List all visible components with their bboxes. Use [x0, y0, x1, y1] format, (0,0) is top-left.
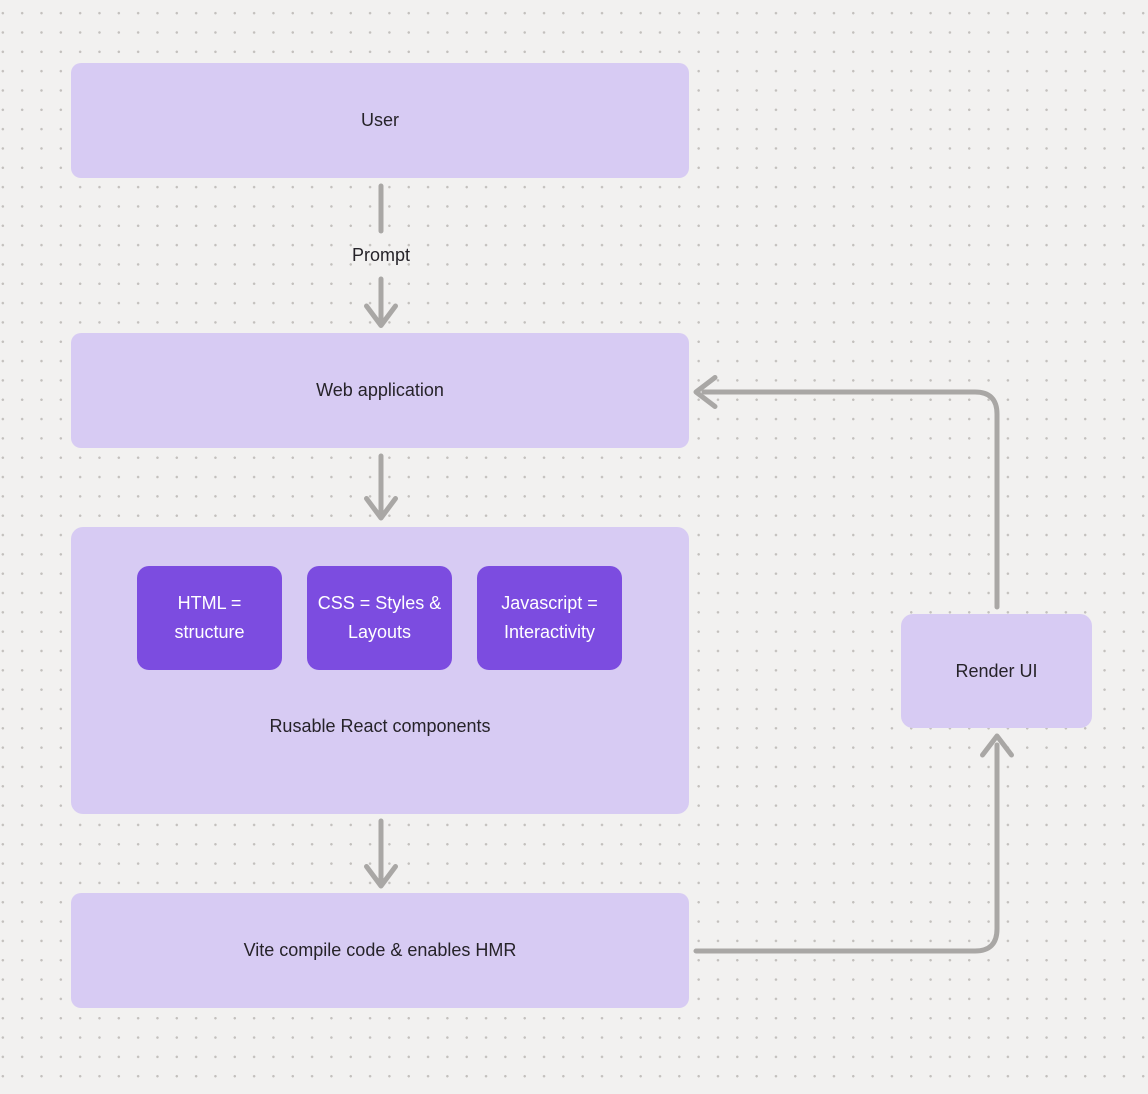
node-vite-label: Vite compile code & enables HMR [243, 940, 517, 960]
edge-line [693, 742, 1000, 954]
node-javascript-interactivity-label: Javascript = Interactivity [501, 593, 598, 642]
arrowhead-left-icon [693, 375, 718, 409]
node-render-ui[interactable]: Render UI [901, 614, 1092, 728]
node-web-application[interactable]: Web application [71, 333, 689, 448]
node-html-structure-label: HTML = structure [174, 593, 245, 642]
node-user-label: User [360, 110, 399, 130]
node-components-group[interactable]: HTML = structure CSS = Styles & Layouts … [71, 527, 689, 814]
edge-render-to-webapp [693, 375, 1000, 610]
node-html-structure[interactable]: HTML = structure [137, 566, 282, 670]
node-web-application-label: Web application [316, 380, 444, 400]
components-group-caption: Rusable React components [269, 716, 491, 736]
edge-line [701, 389, 1000, 610]
arrowhead-up-icon [980, 733, 1014, 758]
node-user[interactable]: User [71, 63, 689, 178]
node-css-styles-label: CSS = Styles & Layouts [317, 593, 442, 642]
node-javascript-interactivity[interactable]: Javascript = Interactivity [477, 566, 622, 670]
edge-webapp-to-group [364, 453, 398, 521]
arrowhead-down-icon [364, 303, 398, 328]
node-render-ui-label: Render UI [955, 660, 1038, 681]
arrowhead-down-icon [364, 496, 398, 521]
edge-group-to-vite [364, 818, 398, 889]
node-vite[interactable]: Vite compile code & enables HMR [71, 893, 689, 1008]
arrowhead-down-icon [364, 864, 398, 889]
edge-vite-to-render [693, 733, 1014, 954]
node-css-styles[interactable]: CSS = Styles & Layouts [307, 566, 452, 670]
edge-label-prompt: Prompt [351, 245, 411, 265]
